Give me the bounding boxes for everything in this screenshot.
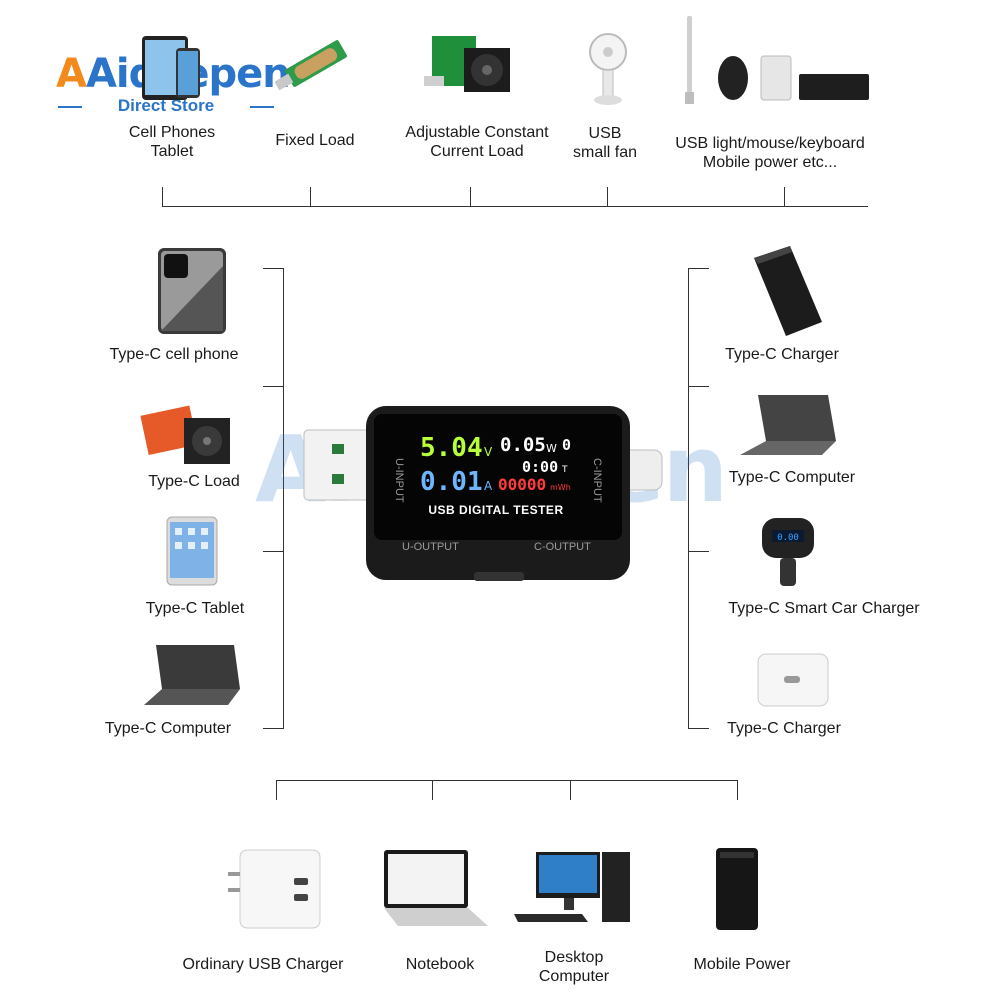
bottom-bracket-tick <box>737 780 738 800</box>
usb-fan-icon <box>589 33 627 105</box>
energy-unit: mWh <box>550 483 571 492</box>
u-output-label: U-OUTPUT <box>402 541 459 553</box>
current-readout: 0.01 <box>420 467 483 497</box>
type-c-computer-icon <box>740 395 836 455</box>
current-unit: A <box>484 479 493 493</box>
power-unit: W <box>546 442 557 455</box>
voltage-readout: 5.04 <box>420 433 483 463</box>
top-bracket-tick <box>310 187 311 207</box>
usb-charger-icon <box>228 849 321 929</box>
cell-phone-tablet-icon <box>142 36 200 100</box>
bottom-bracket-tick <box>276 780 277 800</box>
desktop-computer-icon <box>514 852 630 922</box>
top-bracket-tick <box>607 187 608 207</box>
top-bracket-line <box>162 206 868 207</box>
tester-title: USB DIGITAL TESTER <box>428 503 563 517</box>
type-c-computer-icon <box>144 645 240 705</box>
fixed-load-icon <box>275 40 347 91</box>
bottom-bracket-tick <box>570 780 571 800</box>
top-label-fixed-load: Fixed Load <box>275 132 355 149</box>
right-bracket-line <box>688 268 689 728</box>
smart-car-charger-icon: 0.00 <box>762 518 814 586</box>
logo-subtitle: Direct Store <box>58 96 274 116</box>
left-bracket-tick <box>263 386 284 387</box>
right-label-type-c-computer: Type-C Computer <box>728 469 856 486</box>
right-bracket-tick <box>688 268 709 269</box>
bottom-label-usb-charger: Ordinary USB Charger <box>182 956 344 973</box>
power-index: 0 <box>562 436 571 454</box>
left-bracket-line <box>283 268 284 728</box>
bottom-label-mobile-power: Mobile Power <box>693 956 791 973</box>
type-c-charger-icon <box>757 653 829 707</box>
mobile-power-icon <box>716 848 758 930</box>
usb-digital-tester: U-INPUT C-INPUT 5.04 V 0.05 W 0 0:00 T 0… <box>303 406 663 581</box>
bottom-label-notebook: Notebook <box>405 956 475 973</box>
right-label-smart-car-charger: Type-C Smart Car Charger <box>728 600 920 617</box>
power-readout: 0.05 <box>500 434 546 456</box>
bottom-bracket-tick <box>432 780 433 800</box>
right-label-type-c-charger-2: Type-C Charger <box>727 720 841 737</box>
type-c-tablet-icon <box>166 516 218 586</box>
top-bracket-tick <box>162 187 163 207</box>
right-bracket-tick <box>688 728 709 729</box>
left-label-type-c-computer: Type-C Computer <box>104 720 232 737</box>
usb-light-mouse-keyboard-icon <box>685 16 869 104</box>
notebook-icon <box>384 850 488 926</box>
left-label-type-c-tablet: Type-C Tablet <box>145 600 245 617</box>
left-bracket-tick <box>263 268 284 269</box>
voltage-unit: V <box>484 445 493 459</box>
type-c-charger-powerbank-icon <box>754 246 822 336</box>
c-output-label: C-OUTPUT <box>534 541 591 553</box>
energy-readout: 00000 <box>498 475 546 494</box>
adjustable-load-icon <box>424 36 510 92</box>
time-readout: 0:00 <box>522 458 558 476</box>
svg-text:0.00: 0.00 <box>777 533 799 543</box>
bottom-bracket-line <box>276 780 738 781</box>
time-unit: T <box>561 465 568 475</box>
right-label-type-c-charger: Type-C Charger <box>725 346 839 363</box>
type-c-phone-icon <box>158 248 226 334</box>
top-bracket-tick <box>470 187 471 207</box>
u-input-label: U-INPUT <box>393 458 405 503</box>
left-bracket-tick <box>263 728 284 729</box>
right-bracket-tick <box>688 386 709 387</box>
top-bracket-tick <box>784 187 785 207</box>
right-bracket-tick <box>688 551 709 552</box>
c-input-label: C-INPUT <box>591 458 603 503</box>
type-c-load-icon <box>140 405 230 464</box>
left-bracket-tick <box>263 551 284 552</box>
left-label-type-c-load: Type-C Load <box>148 473 240 490</box>
left-label-type-c-phone: Type-C cell phone <box>109 346 239 363</box>
